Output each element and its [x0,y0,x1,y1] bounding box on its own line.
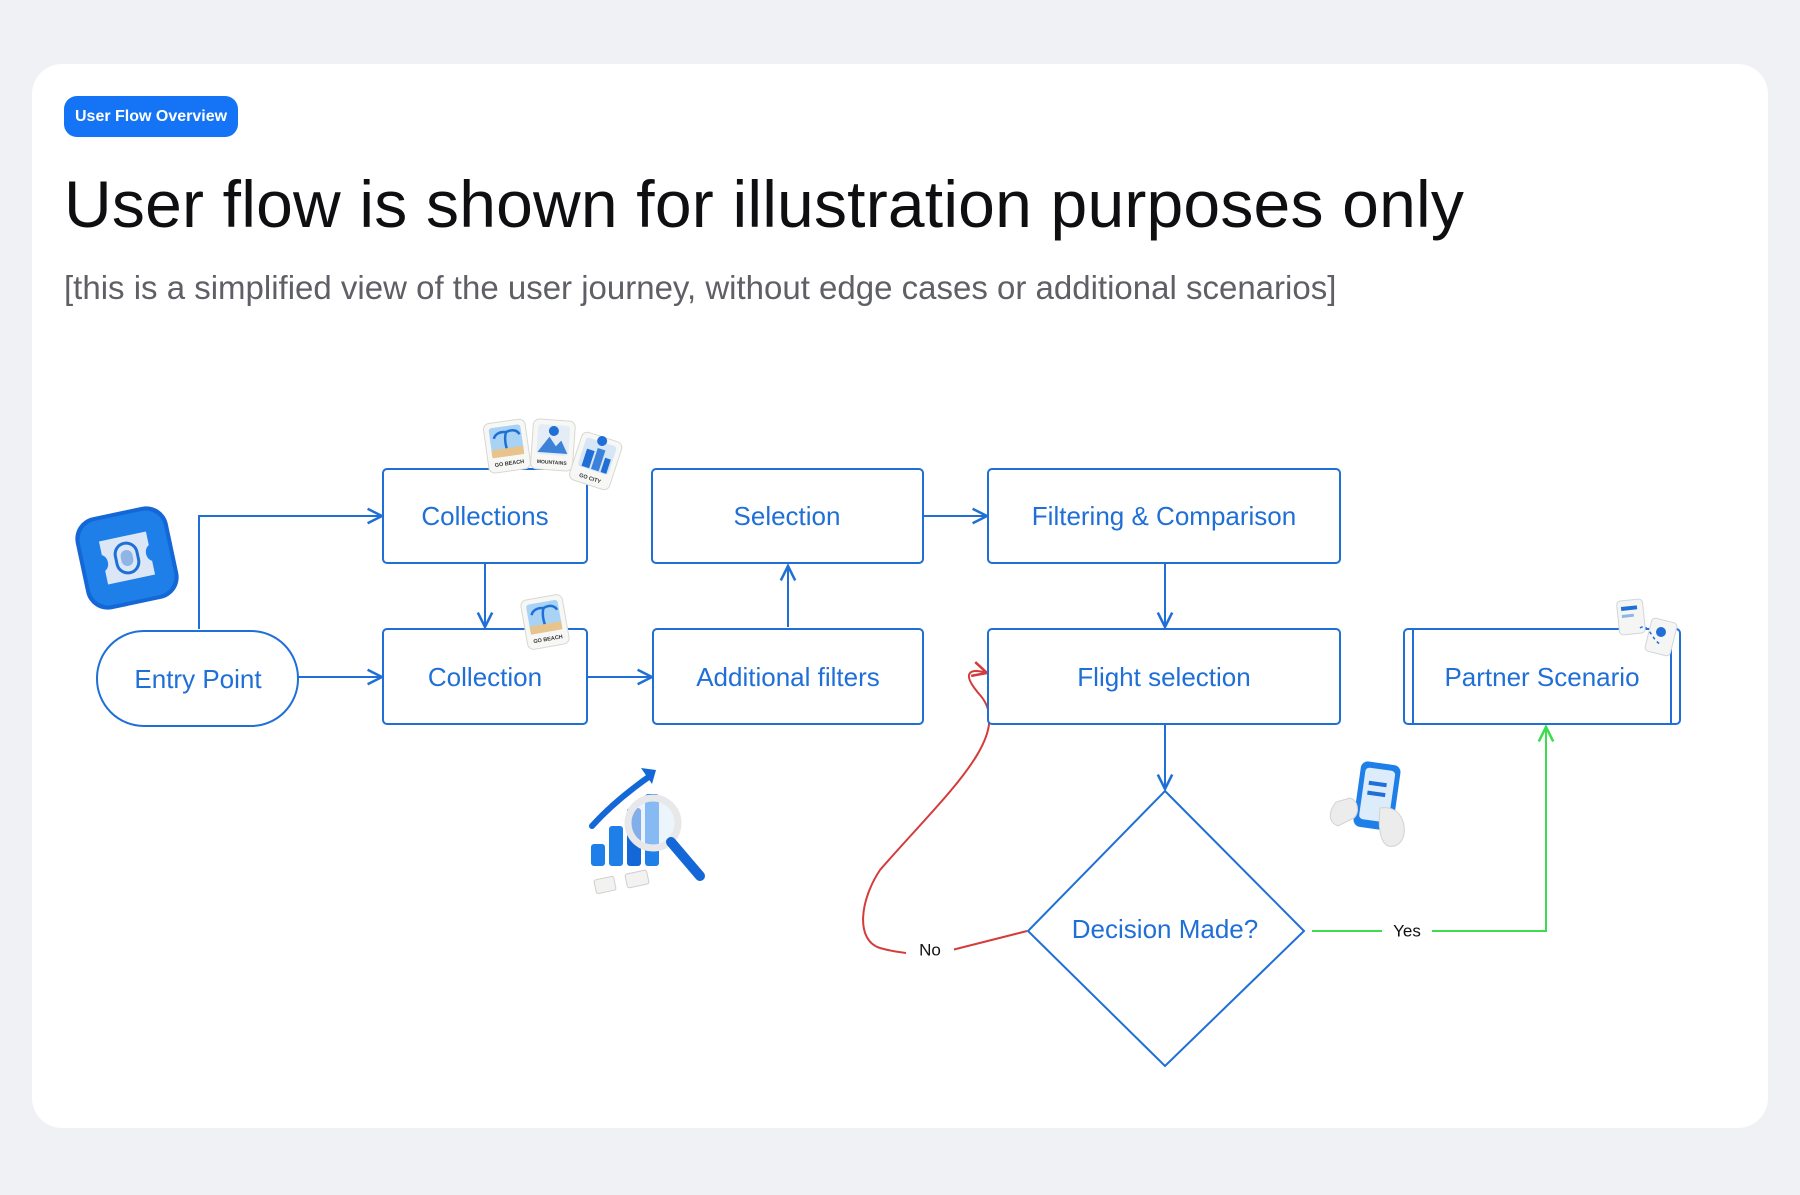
node-flight-selection-label: Flight selection [1077,662,1250,692]
documents-icon [1616,598,1678,657]
node-collections-label: Collections [421,501,548,531]
edge-yes-label-bg [1382,918,1432,944]
sticker-go-beach: GO BEACH [494,459,524,469]
analytics-search-icon [589,768,705,895]
node-flight-selection[interactable] [987,628,1341,725]
node-entry-point[interactable] [96,630,299,727]
sticker-collection-go-beach: GO BEACH [533,634,563,645]
content-card [32,64,1768,1128]
node-collections[interactable] [382,468,588,564]
edge-yes-label: Yes [1393,922,1421,941]
edge-no-label-bg [906,937,954,963]
node-entry-point-label: Entry Point [134,664,262,694]
node-additional-filters-label: Additional filters [696,662,880,692]
edge-no-loop [862,671,1028,955]
node-filtering-label: Filtering & Comparison [1032,501,1296,531]
node-decision-label: Decision Made? [1072,914,1258,944]
node-selection-label: Selection [734,501,841,531]
page-subtitle: [this is a simplified view of the user j… [64,269,1337,306]
phone-hands-icon [1329,761,1405,847]
node-selection[interactable] [651,468,924,564]
node-collection[interactable] [382,628,588,725]
node-additional-filters[interactable] [652,628,924,725]
node-collection-label: Collection [428,662,542,692]
sticker-mountains: MOUNTAINS [537,459,568,467]
page-title: User flow is shown for illustration purp… [64,167,1465,241]
collections-cards-icon: GO BEACH MOUNTAINS GO CITY [483,418,623,491]
beach-card-icon: GO BEACH [520,594,570,650]
edge-no-label: No [919,941,941,960]
node-filtering-comparison[interactable] [987,468,1341,564]
section-badge: User Flow Overview [64,96,239,137]
node-decision[interactable] [1026,789,1306,1068]
app-logo-icon [75,506,179,610]
edge-yes-path [1312,727,1546,932]
node-partner-label: Partner Scenario [1444,662,1639,692]
node-partner-scenario[interactable] [1403,628,1681,725]
edge-entry-to-collections [198,516,382,629]
